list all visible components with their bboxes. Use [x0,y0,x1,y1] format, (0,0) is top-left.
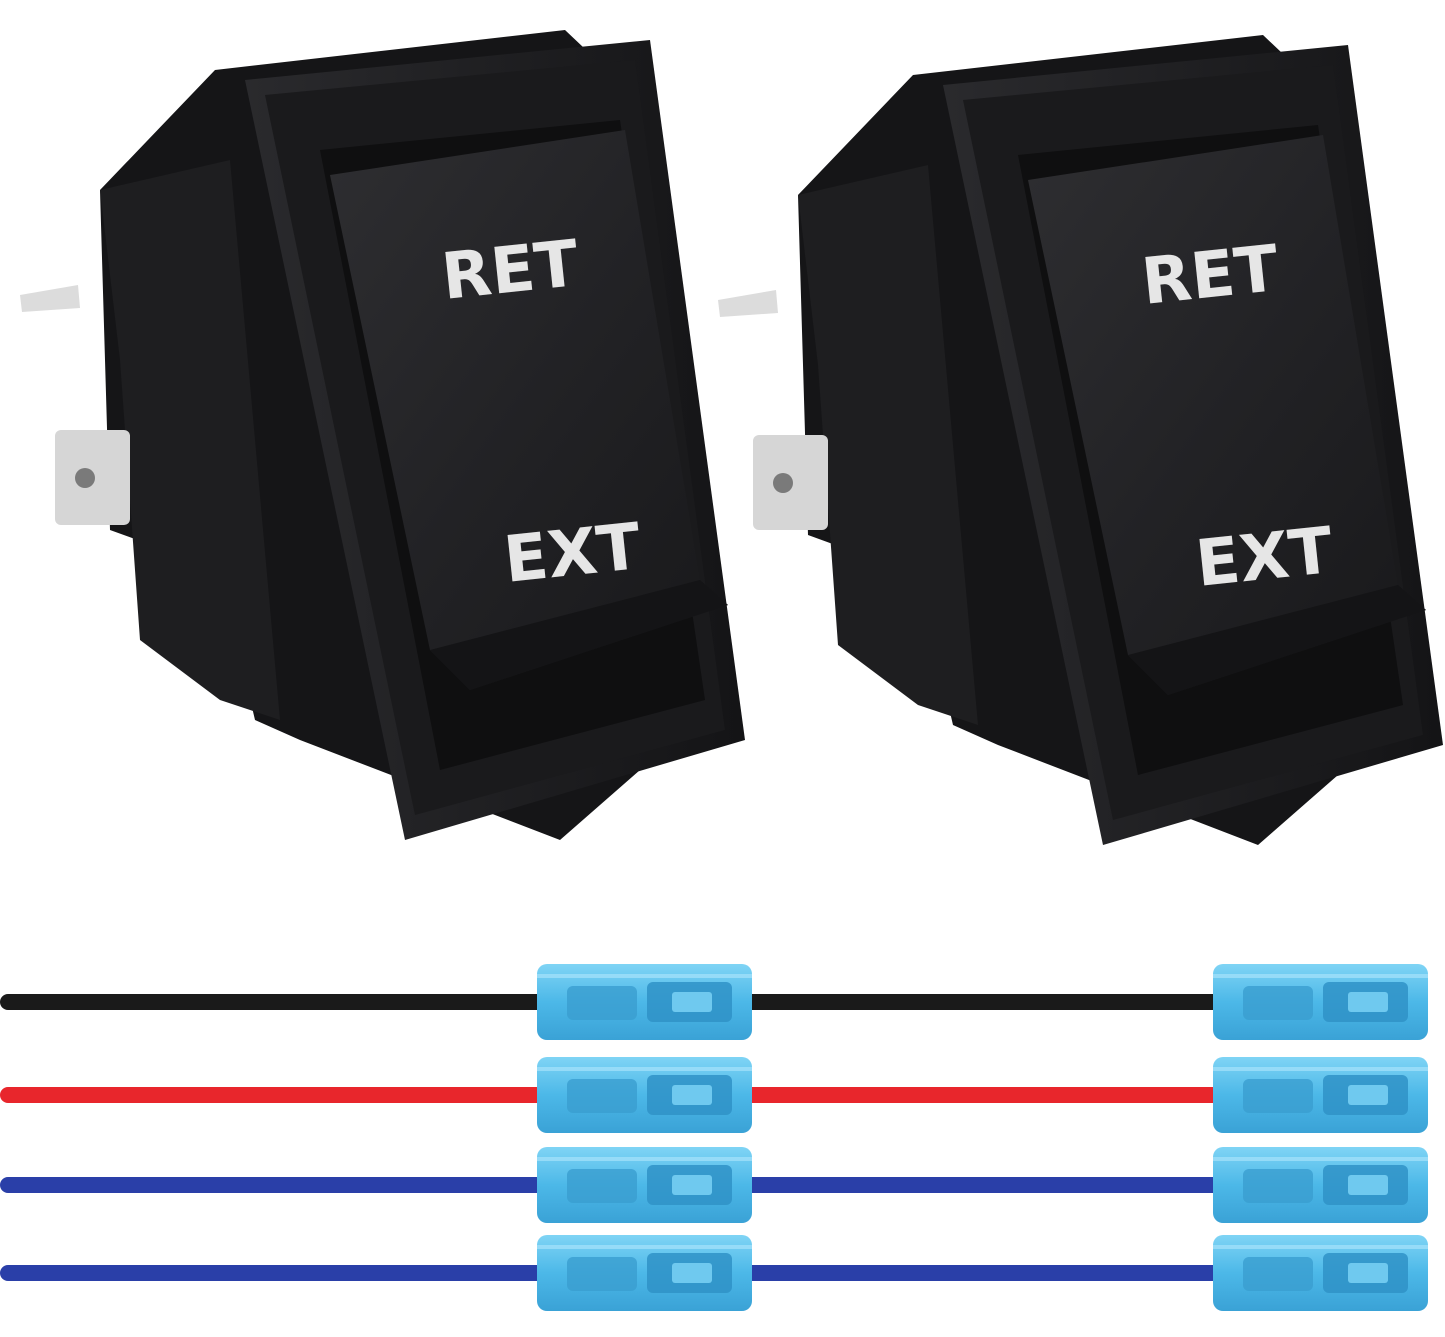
connector-3-2 [1211,1145,1430,1225]
connector-1-1 [535,962,754,1042]
switch-1-top-label: RET [438,227,582,315]
rocker-switch-2: RET EXT [718,35,1443,845]
wire-harness [0,962,1430,1313]
connector-1-2 [1211,962,1430,1042]
rocker-switch-1: RET EXT [20,30,745,840]
switch-2-bottom-label: EXT [1192,514,1336,602]
connector-4-2 [1211,1233,1430,1313]
connector-4-1 [535,1233,754,1313]
connector-2-2 [1211,1055,1430,1135]
switch-1-bottom-label: EXT [501,510,645,598]
connector-3-1 [535,1145,754,1225]
connector-2-1 [535,1055,754,1135]
switch-2-top-label: RET [1138,232,1282,320]
